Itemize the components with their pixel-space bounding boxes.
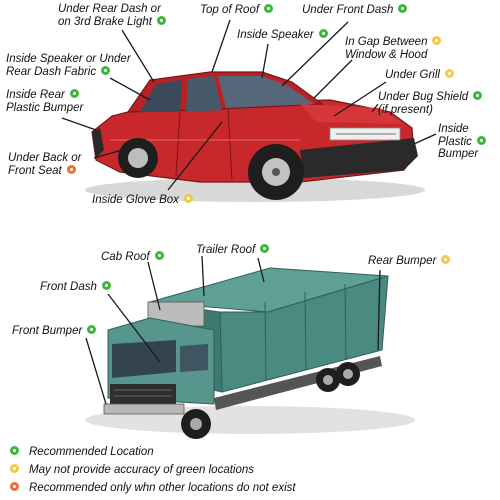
yellow-dot-icon [10,464,19,474]
label-under-seat: Under Back or Front Seat [8,152,82,177]
label-cab-roof-text: Cab Roof [101,251,150,263]
label-window-hood-line2: Window & Hood [345,48,428,61]
label-top-of-roof: Top of Roof [200,4,274,17]
label-under-grill-text: Under Grill [385,69,440,81]
green-dot-icon [101,281,111,291]
label-under-bug-shield-line2: (if present) [378,103,433,116]
yellow-dot-icon [183,194,193,204]
label-under-seat-line1: Under Back or [8,152,82,164]
label-front-bumper: Front Bumper [12,325,97,338]
green-dot-icon [87,325,97,335]
label-under-bug-shield-line1: Under Bug Shield [378,91,469,103]
label-inside-plastic-bumper-line3: Bumper [438,148,479,160]
label-inside-rear-bumper-line1: Inside Rear [6,89,65,101]
label-inside-rear-bumper-line2: Plastic Bumper [6,101,84,114]
label-under-rear-dash: Under Rear Dash or on 3rd Brake Light [58,3,166,28]
label-inside-speaker-rear-line1: Inside Speaker or Under [6,53,131,65]
green-dot-icon [260,244,270,254]
green-dot-icon [318,29,328,39]
label-window-hood: In Gap Between Window & Hood [345,36,442,61]
label-rear-bumper-text: Rear Bumper [368,255,437,267]
green-dot-icon [154,251,164,261]
legend-text-green: Recommended Location [29,446,154,458]
label-inside-rear-bumper: Inside Rear Plastic Bumper [6,89,83,114]
label-trailer-roof-text: Trailer Roof [196,244,256,256]
legend-text-red: Recommended only whn other locations do … [29,482,296,494]
label-under-front-dash: Under Front Dash [302,4,408,17]
label-under-grill: Under Grill [385,69,454,82]
green-dot-icon [473,91,483,101]
label-front-dash-text: Front Dash [40,281,97,293]
legend-text-yellow: May not provide accuracy of green locati… [29,464,255,476]
label-inside-speaker-top-text: Inside Speaker [237,29,314,41]
label-top-of-roof-text: Top of Roof [200,4,260,16]
label-inside-speaker-rear: Inside Speaker or Under Rear Dash Fabric [6,53,131,78]
legend-row-red: Recommended only whn other locations do … [10,482,296,494]
label-glove-box-text: Inside Glove Box [92,194,179,206]
yellow-dot-icon [432,36,442,46]
label-rear-bumper: Rear Bumper [368,255,451,268]
green-dot-icon [476,135,486,145]
label-under-rear-dash-line2: on 3rd Brake Light [58,15,152,28]
label-inside-plastic-bumper-line1: Inside [438,123,469,135]
yellow-dot-icon [444,69,454,79]
legend-row-green: Recommended Location [10,446,154,458]
label-under-seat-line2: Front Seat [8,164,62,177]
label-inside-plastic-bumper: Inside Plastic Bumper [438,123,486,161]
label-under-rear-dash-line1: Under Rear Dash or [58,3,161,15]
legend-row-yellow: May not provide accuracy of green locati… [10,464,254,476]
green-dot-icon [264,4,274,14]
label-under-front-dash-text: Under Front Dash [302,4,394,16]
label-inside-plastic-bumper-line2: Plastic [438,135,472,148]
label-glove-box: Inside Glove Box [92,194,193,207]
label-under-bug-shield: Under Bug Shield (if present) [378,91,483,116]
green-dot-icon [398,4,408,14]
green-dot-icon [10,446,19,456]
label-trailer-roof: Trailer Roof [196,244,270,257]
red-dot-icon [10,482,19,492]
red-dot-icon [66,164,76,174]
label-front-bumper-text: Front Bumper [12,325,83,337]
yellow-dot-icon [441,255,451,265]
label-inside-speaker-top: Inside Speaker [237,29,328,42]
green-dot-icon [101,65,111,75]
label-cab-roof: Cab Roof [101,251,164,264]
label-window-hood-line1: In Gap Between [345,36,428,48]
label-front-dash: Front Dash [40,281,111,294]
green-dot-icon [69,89,79,99]
green-dot-icon [156,15,166,25]
label-inside-speaker-rear-line2: Rear Dash Fabric [6,65,97,78]
